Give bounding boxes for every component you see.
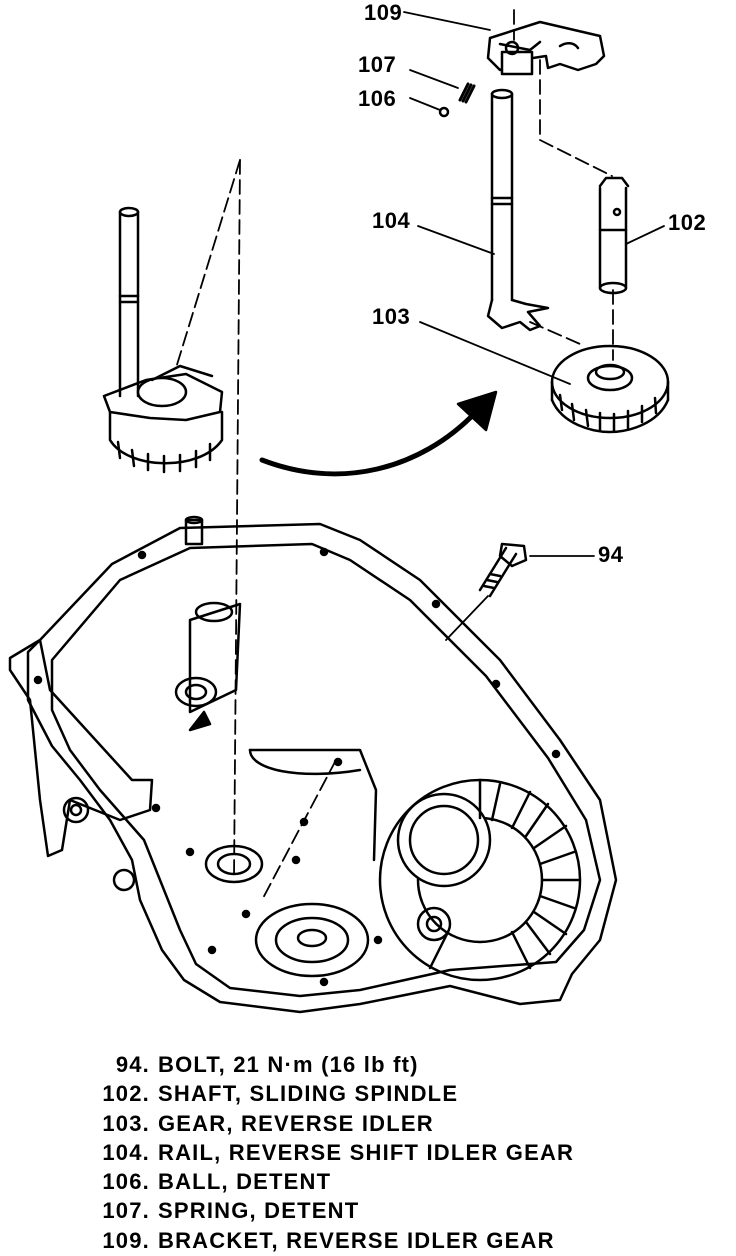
callout-106: 106 <box>358 86 397 111</box>
shaft-sliding-spindle <box>598 176 630 295</box>
gear-reverse-idler <box>550 344 670 434</box>
callout-104: 104 <box>372 208 411 233</box>
callout-102: 102 <box>668 210 707 235</box>
legend-number: 102. <box>102 1081 150 1107</box>
legend-text: BOLT, 21 N·m (16 lb ft) <box>158 1052 419 1077</box>
ball-detent <box>438 106 450 118</box>
legend-item: 94. BOLT, 21 N·m (16 lb ft) <box>98 1050 574 1079</box>
legend-item: 109. BRACKET, REVERSE IDLER GEAR <box>98 1226 574 1255</box>
left-alignment-lines <box>175 159 241 879</box>
legend-number: 104. <box>102 1139 150 1165</box>
legend-number: 94. <box>115 1052 150 1077</box>
legend-number: 109. <box>102 1227 150 1253</box>
callout-94: 94 <box>598 542 624 567</box>
legend-item: 102. SHAFT, SLIDING SPINDLE <box>98 1079 574 1108</box>
legend-text: GEAR, REVERSE IDLER <box>158 1110 434 1136</box>
assembly-lines <box>513 9 614 361</box>
callout-107: 107 <box>358 52 397 77</box>
rail-reverse-shift-idler-gear <box>486 88 550 332</box>
legend-text: SHAFT, SLIDING SPINDLE <box>158 1081 459 1107</box>
assembly-arrow <box>259 390 498 477</box>
transmission-case <box>8 515 618 1014</box>
exploded-view-drawing <box>8 9 670 1014</box>
legend-item: 106. BALL, DETENT <box>98 1167 574 1196</box>
callout-109: 109 <box>364 0 403 25</box>
legend-text: BALL, DETENT <box>158 1169 332 1195</box>
legend-item: 104. RAIL, REVERSE SHIFT IDLER GEAR <box>98 1138 574 1167</box>
legend-text: SPRING, DETENT <box>158 1198 360 1224</box>
spring-detent <box>458 82 476 104</box>
legend-item: 107. SPRING, DETENT <box>98 1196 574 1225</box>
bolt <box>478 542 528 598</box>
legend-number: 103. <box>102 1110 150 1136</box>
callout-103: 103 <box>372 304 411 329</box>
legend-number: 107. <box>102 1198 150 1224</box>
legend-text: BRACKET, REVERSE IDLER GEAR <box>158 1227 555 1253</box>
legend-text: RAIL, REVERSE SHIFT IDLER GEAR <box>158 1139 575 1165</box>
case-alignment-line <box>261 759 337 901</box>
leader-lines <box>403 11 665 641</box>
legend-number: 106. <box>102 1169 150 1195</box>
parts-legend: 94. BOLT, 21 N·m (16 lb ft) 102. SHAFT, SL… <box>98 1050 574 1255</box>
assembled-gear-stack <box>102 206 224 474</box>
legend-item: 103. GEAR, REVERSE IDLER <box>98 1109 574 1138</box>
bracket-reverse-idler-gear <box>486 20 606 76</box>
